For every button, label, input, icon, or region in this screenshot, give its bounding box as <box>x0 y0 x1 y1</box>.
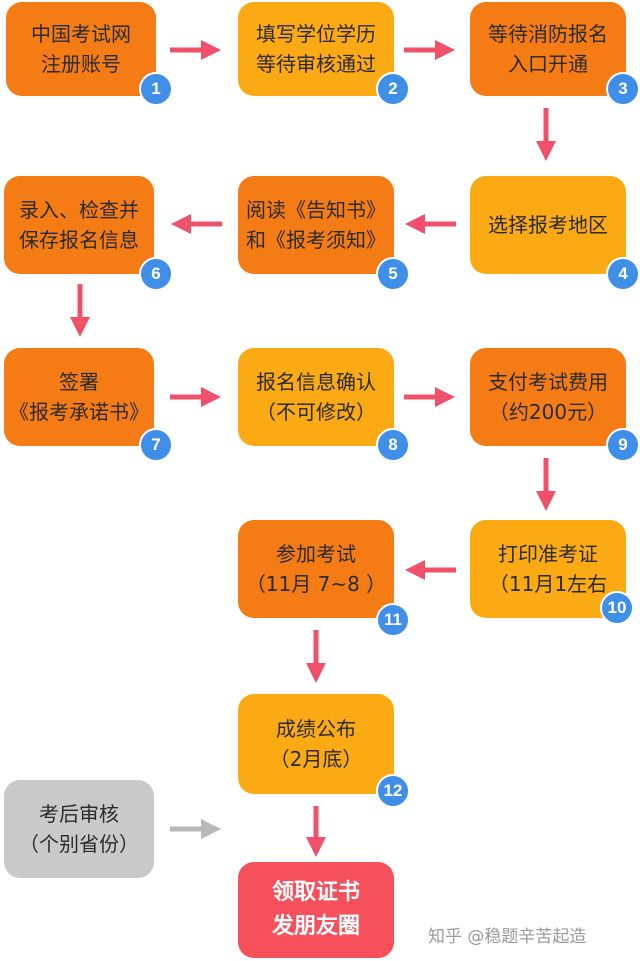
step-5-box: 阅读《告知书》 和《报考须知》 <box>238 176 394 274</box>
step-5-line-2: 和《报考须知》 <box>246 228 386 252</box>
step-6-line-1: 录入、检查并 <box>19 198 139 222</box>
step-2-box: 填写学位学历 等待审核通过 <box>238 2 394 96</box>
step-1-badge: 1 <box>139 72 173 106</box>
step-12-line-2: （2月底） <box>269 747 363 771</box>
step-10-line-1: 打印准考证 <box>498 542 598 566</box>
step-11-line-2: （11月 7~8 ） <box>245 572 387 596</box>
review-line-2: （个别省份） <box>19 832 139 856</box>
step-9-badge: 9 <box>606 428 640 462</box>
final-line-2: 发朋友圈 <box>271 914 360 939</box>
step-3-box: 等待消防报名 入口开通 <box>470 2 626 96</box>
step-7-badge: 7 <box>139 428 173 462</box>
step-8-box: 报名信息确认 （不可修改） <box>238 348 394 446</box>
step-1-box: 中国考试网 注册账号 <box>6 2 156 96</box>
step-6-line-2: 保存报名信息 <box>19 228 139 252</box>
step-10-box: 打印准考证 （11月1左右 <box>470 520 626 618</box>
step-11-box: 参加考试 （11月 7~8 ） <box>238 520 394 618</box>
step-12-box: 成绩公布 （2月底） <box>238 694 394 794</box>
step-10-line-2: （11月1左右 <box>488 572 608 596</box>
step-5-line-1: 阅读《告知书》 <box>246 198 386 222</box>
step-9-line-1: 支付考试费用 <box>488 370 608 394</box>
step-12-line-1: 成绩公布 <box>276 717 356 741</box>
watermark-text: 知乎 @稳题辛苦起造 <box>428 927 587 947</box>
step-4-badge: 4 <box>606 257 640 291</box>
step-12-badge: 12 <box>376 774 410 808</box>
step-8-badge: 8 <box>376 428 410 462</box>
step-6-badge: 6 <box>139 257 173 291</box>
step-8-line-2: （不可修改） <box>256 400 376 424</box>
step-11-badge: 11 <box>376 603 410 637</box>
step-3-line-2: 入口开通 <box>508 52 588 76</box>
step-7-box: 签署 《报考承诺书》 <box>4 348 154 446</box>
review-box: 考后审核 （个别省份） <box>4 780 154 878</box>
step-2-line-2: 等待审核通过 <box>256 52 376 76</box>
final-line-1: 领取证书 <box>271 880 360 905</box>
step-6-box: 录入、检查并 保存报名信息 <box>4 176 154 274</box>
step-9-line-2: （约200元） <box>488 400 608 424</box>
step-4-box: 选择报考地区 <box>470 176 626 274</box>
step-1-line-1: 中国考试网 <box>31 22 131 46</box>
step-4-line-1: 选择报考地区 <box>488 213 608 237</box>
step-1-line-2: 注册账号 <box>41 52 121 76</box>
step-8-line-1: 报名信息确认 <box>256 370 376 394</box>
step-7-line-2: 《报考承诺书》 <box>9 400 149 424</box>
step-7-line-1: 签署 <box>59 370 99 394</box>
final-box: 领取证书 发朋友圈 <box>238 862 394 958</box>
step-3-line-1: 等待消防报名 <box>488 22 608 46</box>
step-5-badge: 5 <box>376 257 410 291</box>
step-2-line-1: 填写学位学历 <box>256 22 376 46</box>
step-10-badge: 10 <box>600 591 634 625</box>
step-3-badge: 3 <box>606 72 640 106</box>
step-2-badge: 2 <box>376 72 410 106</box>
review-line-1: 考后审核 <box>39 802 119 826</box>
step-11-line-1: 参加考试 <box>276 542 356 566</box>
step-9-box: 支付考试费用 （约200元） <box>470 348 626 446</box>
